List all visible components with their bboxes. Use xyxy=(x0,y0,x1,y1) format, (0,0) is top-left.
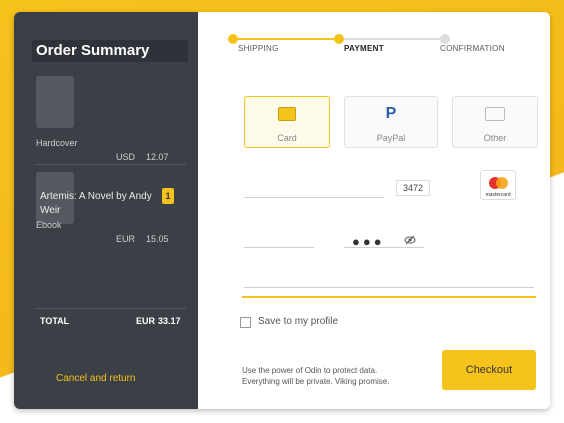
privacy-note: Use the power of Odin to protect data. E… xyxy=(242,366,390,386)
item-format-label: Hardcover xyxy=(36,138,78,148)
item-price: 15.05 xyxy=(146,234,169,244)
total-row: TOTAL EUR 33.17 xyxy=(40,316,190,332)
total-value: 33.17 xyxy=(158,316,181,326)
step-payment[interactable]: PAYMENT xyxy=(344,44,384,53)
cancel-return-link[interactable]: Cancel and return xyxy=(56,373,136,384)
pay-option-label: Other xyxy=(483,133,507,143)
checkout-steps: SHIPPING PAYMENT CONFIRMATION xyxy=(208,34,548,58)
step-dot xyxy=(440,34,450,44)
credit-card-icon xyxy=(278,107,296,121)
item-title: Artemis: A Novel by Andy Weir xyxy=(40,191,152,216)
order-summary-panel: Order Summary Hardcover USD 12.07 Artemi… xyxy=(14,12,198,409)
step-dot xyxy=(228,34,238,44)
item-price: 12.07 xyxy=(146,152,169,162)
save-profile-checkbox[interactable] xyxy=(240,317,251,328)
step-dot xyxy=(334,34,344,44)
divider xyxy=(36,164,186,165)
cvv-field[interactable] xyxy=(344,226,424,248)
pay-option-label: Card xyxy=(277,133,297,143)
step-shipping[interactable]: SHIPPING xyxy=(238,44,279,53)
checkout-button[interactable]: Checkout xyxy=(442,350,536,390)
book-cover-image xyxy=(36,76,74,128)
step-connector xyxy=(344,38,440,40)
save-profile-label: Save to my profile xyxy=(258,316,339,327)
divider xyxy=(36,308,186,309)
total-currency: EUR xyxy=(136,316,156,326)
checkout-card: Order Summary Hardcover USD 12.07 Artemi… xyxy=(14,12,550,409)
step-confirmation[interactable]: CONFIRMATION xyxy=(440,44,505,53)
card-number-field[interactable] xyxy=(244,176,384,198)
cardholder-name-field[interactable] xyxy=(244,266,534,288)
wallet-icon xyxy=(485,107,505,121)
quantity-badge: 1 xyxy=(162,188,174,204)
expiry-field[interactable] xyxy=(244,226,314,248)
payment-panel: SHIPPING PAYMENT CONFIRMATION Card P Pay… xyxy=(198,12,550,409)
item-currency: USD xyxy=(116,152,136,162)
card-number-segment[interactable]: 3472 xyxy=(396,180,430,196)
book-cover-image xyxy=(36,172,74,224)
card-brand-label: mastercard xyxy=(485,192,511,198)
order-summary-title: Order Summary xyxy=(32,40,188,62)
pay-option-paypal[interactable]: P PayPal xyxy=(344,96,438,148)
pay-option-card[interactable]: Card xyxy=(244,96,330,148)
mastercard-circle-orange xyxy=(496,177,508,189)
item-currency: EUR xyxy=(116,234,136,244)
paypal-icon: P xyxy=(385,105,397,122)
eye-icon[interactable] xyxy=(404,234,416,246)
focus-underline xyxy=(242,296,536,298)
cvv-masked-value: ●●● xyxy=(352,234,385,249)
step-connector xyxy=(238,38,334,40)
total-label: TOTAL xyxy=(40,316,70,326)
pay-option-label: PayPal xyxy=(376,133,406,143)
pay-option-other[interactable]: Other xyxy=(452,96,538,148)
mastercard-logo: mastercard xyxy=(480,170,516,200)
item-format-label: Ebook xyxy=(36,220,62,230)
